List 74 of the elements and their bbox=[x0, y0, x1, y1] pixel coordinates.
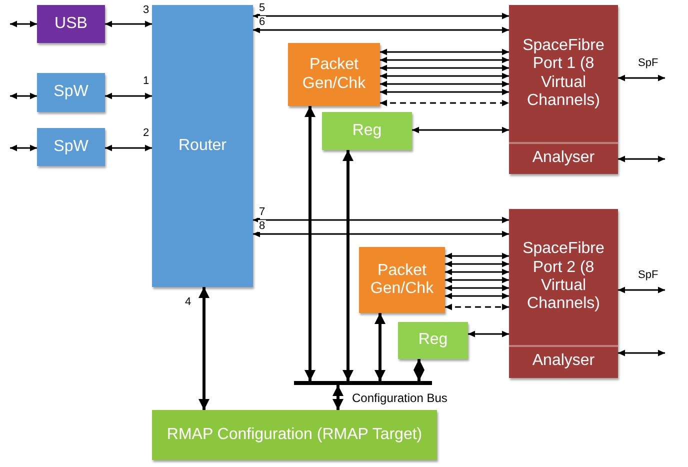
edge-label: SpF bbox=[637, 269, 660, 281]
spacewire-block bbox=[37, 73, 105, 112]
arrow bbox=[618, 74, 665, 82]
arrow bbox=[105, 144, 152, 152]
arrow bbox=[105, 92, 152, 100]
block-label: Analyser bbox=[532, 148, 595, 168]
register-block bbox=[322, 112, 412, 150]
arrow bbox=[253, 26, 509, 34]
arrow bbox=[445, 304, 509, 310]
arrow bbox=[468, 330, 509, 338]
usb-block bbox=[37, 5, 105, 43]
block-label: Analyser bbox=[532, 352, 595, 371]
arrow bbox=[380, 64, 509, 72]
analyser-block bbox=[509, 345, 618, 378]
arrow bbox=[445, 268, 509, 276]
edge-label: SpF bbox=[637, 57, 660, 69]
arrow bbox=[198, 287, 210, 410]
arrow bbox=[445, 252, 509, 260]
bus-label: Configuration Bus bbox=[352, 391, 448, 405]
arrow bbox=[412, 126, 509, 134]
block-label: Reg bbox=[352, 122, 382, 140]
arrow bbox=[618, 350, 665, 356]
arrow bbox=[380, 100, 509, 106]
edge-label: 5 bbox=[258, 2, 266, 14]
edge-label: 4 bbox=[184, 296, 192, 308]
arrow bbox=[10, 144, 37, 152]
arrow bbox=[10, 92, 37, 100]
router-block bbox=[152, 5, 253, 287]
spacewire-block bbox=[37, 128, 105, 166]
arrow bbox=[445, 276, 509, 284]
arrow bbox=[380, 56, 509, 64]
edge-label: 6 bbox=[258, 16, 266, 28]
register-block bbox=[398, 322, 468, 359]
arrow bbox=[380, 80, 509, 88]
arrow bbox=[253, 216, 509, 224]
block-label: SpW bbox=[54, 138, 88, 156]
arrow bbox=[618, 156, 665, 162]
arrow bbox=[374, 313, 386, 381]
block-label: Packet Gen/Chk bbox=[301, 56, 367, 93]
edge-label: 8 bbox=[258, 220, 266, 232]
arrow bbox=[380, 48, 509, 56]
block-label: Packet Gen/Chk bbox=[369, 262, 435, 298]
rmap-configuration-block bbox=[152, 410, 437, 460]
block-label: SpaceFibre Port 1 (8 Virtual Channels) bbox=[522, 36, 606, 110]
analyser-block bbox=[509, 142, 618, 174]
block-label: SpW bbox=[54, 83, 88, 102]
block-label: RMAP Configuration (RMAP Target) bbox=[166, 426, 422, 444]
packet-generator-block bbox=[359, 247, 445, 313]
edge-label: 3 bbox=[142, 4, 150, 16]
block-label: SpaceFibre Port 2 (8 Virtual Channels) bbox=[522, 240, 606, 314]
arrow bbox=[445, 284, 509, 292]
arrow bbox=[342, 150, 354, 381]
arrow bbox=[10, 20, 37, 28]
arrow bbox=[380, 72, 509, 80]
block-label: Reg bbox=[418, 331, 448, 350]
arrow bbox=[445, 260, 509, 268]
edge-label: 1 bbox=[142, 75, 150, 87]
edge-label: 2 bbox=[142, 127, 150, 139]
edge-label: 7 bbox=[258, 206, 266, 218]
port-block bbox=[509, 209, 618, 378]
arrow bbox=[380, 88, 509, 96]
configuration-bus bbox=[294, 381, 432, 385]
arrow bbox=[414, 359, 424, 381]
arrow bbox=[304, 106, 316, 381]
block-label: USB bbox=[54, 14, 88, 34]
arrow bbox=[445, 292, 509, 300]
port-block bbox=[509, 5, 618, 174]
arrow bbox=[618, 286, 665, 294]
arrow bbox=[253, 230, 509, 238]
packet-generator-block bbox=[288, 43, 380, 106]
block-label: Router bbox=[178, 136, 227, 156]
arrow bbox=[253, 12, 509, 20]
arrow bbox=[105, 20, 152, 28]
arrow bbox=[332, 385, 344, 410]
